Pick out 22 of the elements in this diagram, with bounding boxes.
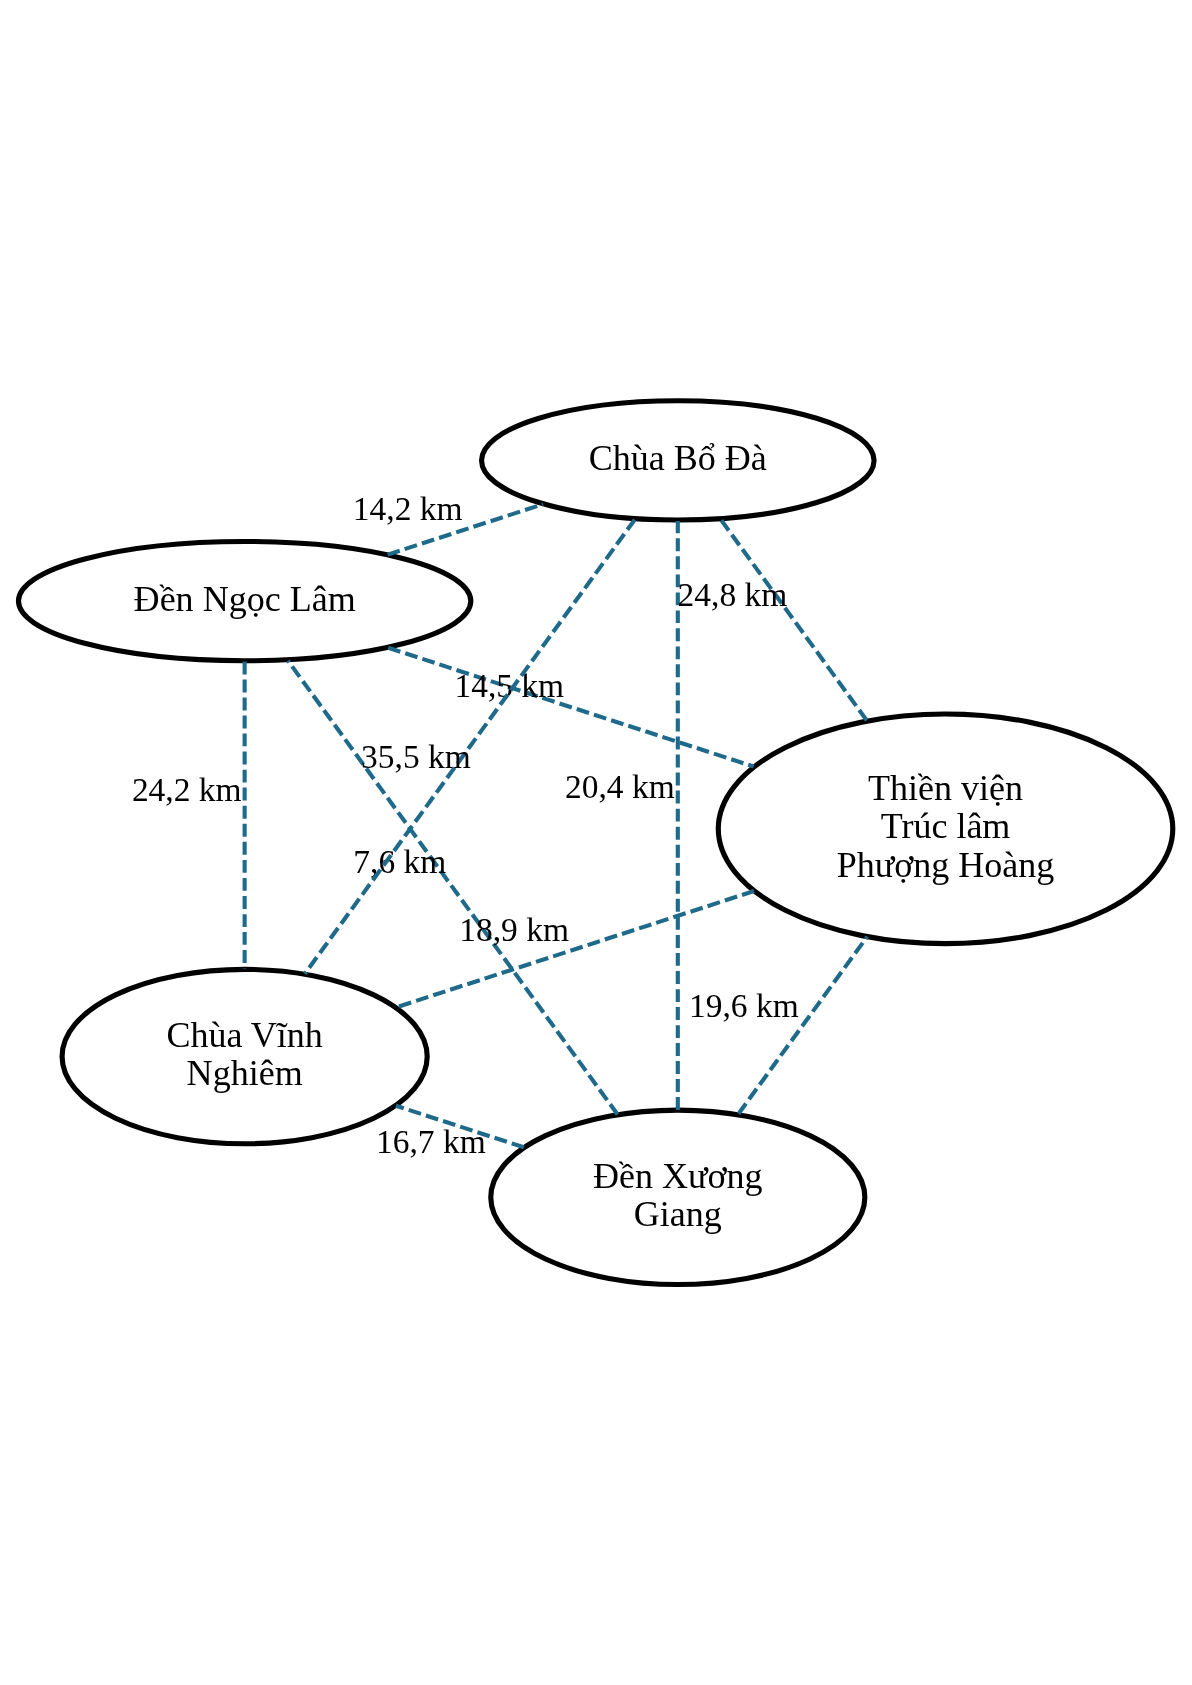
edge-label: 14,5 km xyxy=(454,666,565,704)
node-ellipse: Đền Xương Giang xyxy=(488,1107,868,1288)
connector xyxy=(286,659,620,1116)
connector xyxy=(736,935,869,1115)
node-ellipse: Chùa Bổ Đà xyxy=(478,398,877,523)
node-ellipse: Thiền viện Trúc lâm Phượng Hoàng xyxy=(715,711,1176,947)
node-ellipse: Đền Ngọc Lâm xyxy=(15,538,474,664)
edge-label: 14,2 km xyxy=(352,490,463,528)
connector xyxy=(395,889,755,1010)
edge-label: 18,9 km xyxy=(459,910,569,948)
connector xyxy=(387,502,544,557)
edge-label: 20,4 km xyxy=(565,768,675,806)
edge-label: 7,6 km xyxy=(353,842,447,880)
edge-label: 24,8 km xyxy=(677,576,788,613)
connector xyxy=(303,518,637,976)
edge-label: 35,5 km xyxy=(361,737,471,775)
connector xyxy=(387,645,755,769)
edge-label: 19,6 km xyxy=(689,987,799,1025)
connector xyxy=(675,521,680,1110)
connector xyxy=(395,1103,525,1150)
edge-label: 24,2 km xyxy=(131,771,242,809)
connector xyxy=(718,517,869,722)
